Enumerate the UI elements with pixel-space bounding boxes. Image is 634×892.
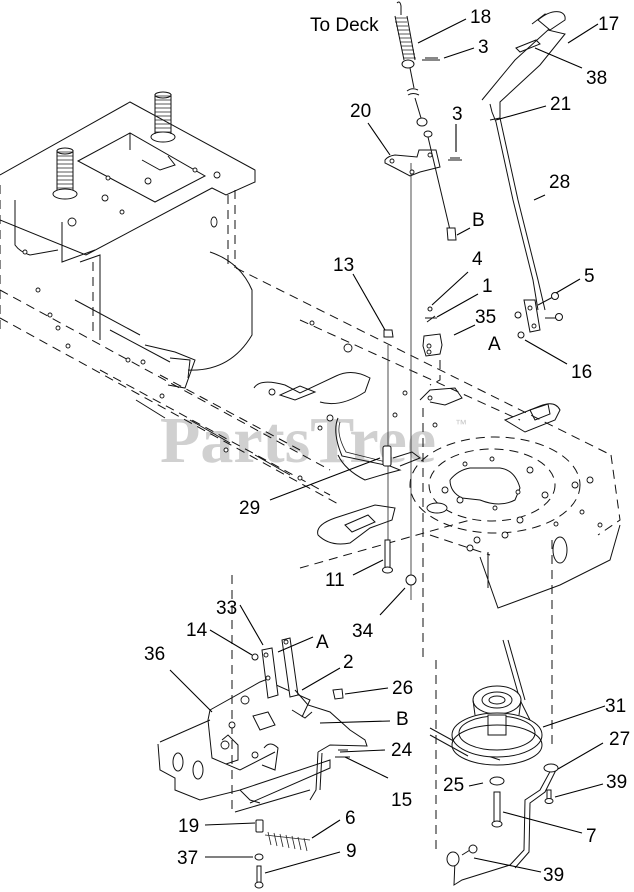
callout-15: 15 [391, 790, 412, 811]
callout-35: 35 [475, 307, 496, 328]
flange-nut-34 [405, 574, 417, 586]
callout-34: 34 [352, 621, 374, 642]
callout-20: 20 [350, 101, 371, 122]
callout-27: 27 [609, 729, 630, 750]
chassis-frame [0, 91, 621, 609]
cotter-pin-upper-shape [422, 57, 440, 61]
callout-11: 11 [325, 570, 345, 591]
callout-28: 28 [549, 172, 570, 193]
callout-19: 19 [178, 816, 199, 837]
callout-38: 38 [586, 68, 607, 89]
callout-3-lower: 3 [452, 104, 463, 125]
callout-1: 1 [482, 276, 493, 297]
callout-26: 26 [392, 678, 413, 699]
deck-lift-cable [384, 1, 462, 241]
callout-16: 16 [571, 362, 592, 383]
extension-spring-6 [264, 831, 311, 852]
nut-13-shape [383, 329, 394, 338]
callout-18: 18 [470, 7, 491, 28]
callout-29: 29 [239, 498, 260, 519]
callout-31: 31 [605, 696, 626, 717]
cable-bracket-shape [384, 149, 441, 177]
reference-b-upper: B [472, 210, 485, 231]
lift-lever-handle [481, 11, 566, 339]
pulley-mount-plate [409, 436, 581, 534]
callout-39-upper: 39 [606, 772, 627, 793]
callout-13: 13 [333, 255, 354, 276]
callouts: To Deck 18 17 3 38 21 20 3 28 B 13 4 1 5… [144, 7, 630, 886]
watermark: PartsTree ™ [160, 404, 467, 477]
callout-39-lower: 39 [543, 865, 564, 886]
callout-2: 2 [343, 652, 354, 673]
watermark-tm: ™ [455, 417, 467, 431]
reference-a-lower: A [316, 632, 329, 653]
leader-lines [169, 18, 606, 874]
cable-spring [394, 15, 416, 61]
callout-33: 33 [216, 598, 237, 619]
seat-spring-left [52, 147, 78, 200]
callout-6: 6 [345, 808, 356, 829]
callout-9: 9 [346, 841, 357, 862]
callout-25: 25 [443, 775, 464, 796]
callout-3-upper: 3 [478, 37, 489, 58]
bolt-11 [382, 539, 393, 574]
seat-spring-right [150, 91, 176, 143]
note-to-deck: To Deck [310, 15, 379, 36]
mounting-bracket-assembly [157, 637, 368, 889]
callout-4: 4 [472, 249, 483, 270]
callout-37: 37 [177, 848, 198, 869]
switch-shape [422, 333, 443, 357]
reference-a-upper: A [488, 334, 501, 355]
spacer-29 [382, 445, 422, 467]
switch-hardware [383, 306, 443, 386]
callout-5: 5 [584, 266, 595, 287]
idler-pulley-assembly [429, 639, 559, 886]
callout-14: 14 [186, 620, 208, 641]
reference-b-lower: B [396, 709, 409, 730]
callout-21: 21 [550, 94, 571, 115]
callout-24: 24 [391, 740, 413, 761]
callout-7: 7 [586, 826, 597, 847]
callout-36: 36 [144, 644, 165, 665]
callout-17: 17 [598, 14, 619, 35]
